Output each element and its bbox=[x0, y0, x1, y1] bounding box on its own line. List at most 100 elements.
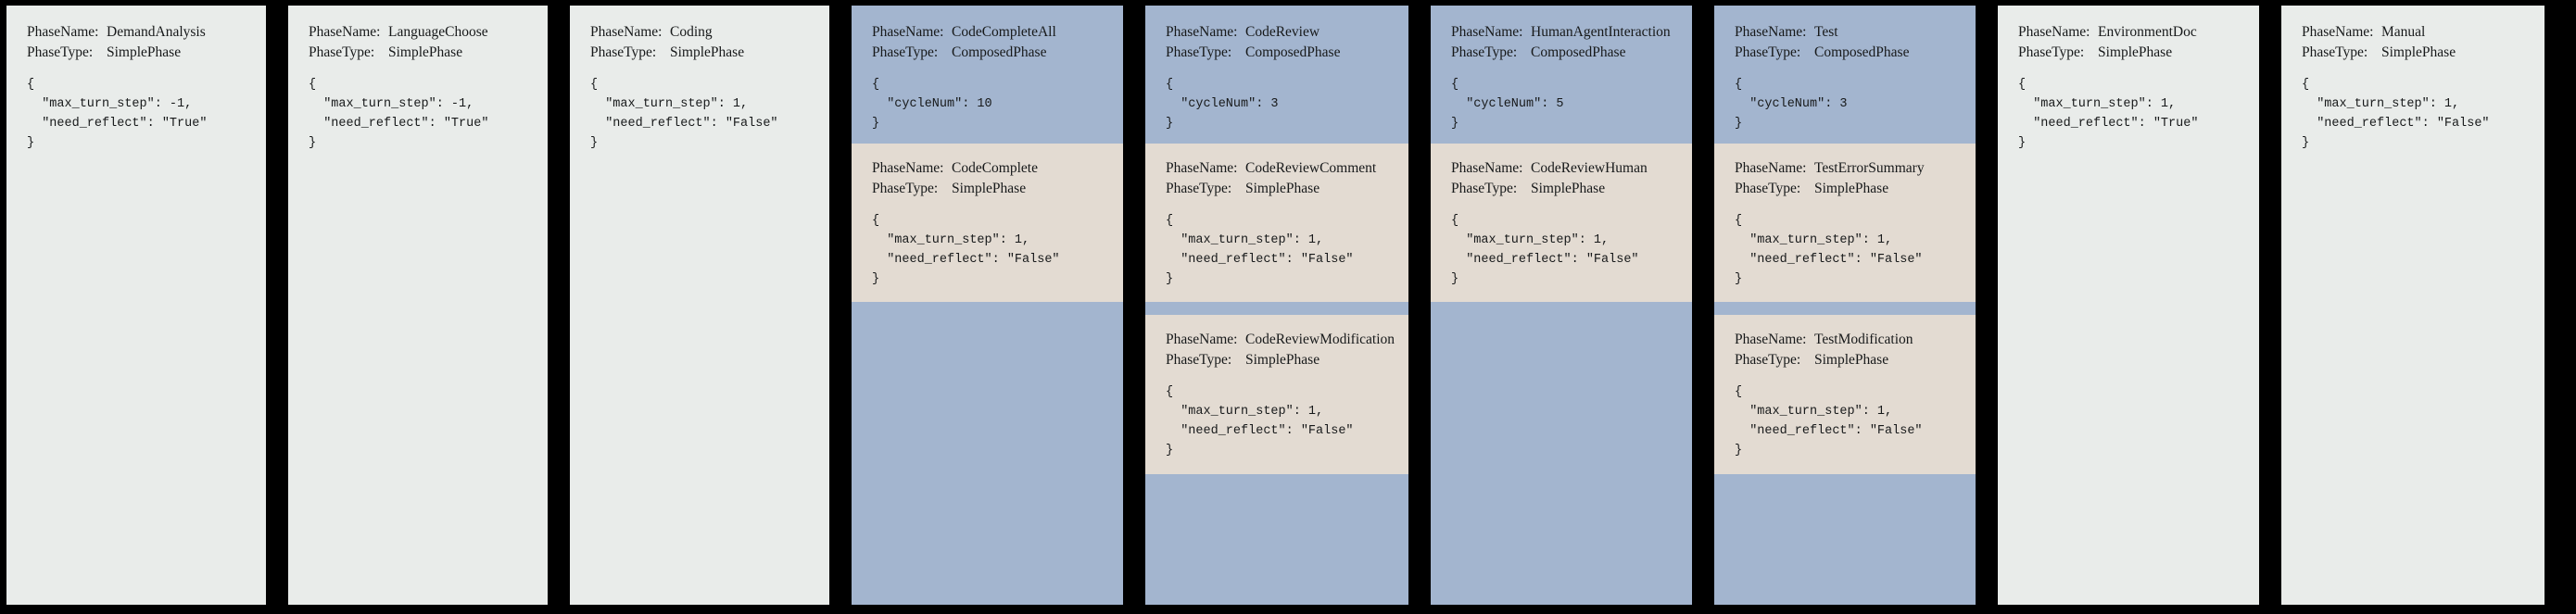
phase-type-value: SimplePhase bbox=[952, 180, 1027, 196]
phase-type-label: PhaseType: bbox=[1166, 44, 1232, 60]
phase-type-value: ComposedPhase bbox=[1245, 44, 1341, 60]
phase-name-label: PhaseName: bbox=[1735, 24, 1807, 40]
phase-type-row: PhaseType: ComposedPhase bbox=[872, 43, 1103, 63]
phase-type-value: SimplePhase bbox=[1531, 180, 1606, 196]
phase-name-row: PhaseName:TestErrorSummary bbox=[1735, 158, 1955, 179]
phase-config-json: { "max_turn_step": 1, "need_reflect": "F… bbox=[1451, 213, 1639, 286]
phase-type-row: PhaseType:SimplePhase bbox=[2018, 43, 2239, 63]
phase-type-label: PhaseType: bbox=[309, 44, 375, 60]
phase-config-json: { "max_turn_step": 1, "need_reflect": "F… bbox=[1735, 385, 1923, 458]
phase-type-label: PhaseType: bbox=[1451, 44, 1518, 60]
phase-type-row: PhaseType:ComposedPhase bbox=[1735, 43, 1955, 63]
phase-type-value: SimplePhase bbox=[670, 44, 745, 60]
phase-type-row: PhaseType:SimplePhase bbox=[2302, 43, 2524, 63]
phase-name-label: PhaseName: bbox=[1735, 332, 1807, 348]
phase-name-value: HumanAgentInteraction bbox=[1531, 24, 1671, 40]
phase-name-label: PhaseName: bbox=[1451, 24, 1523, 40]
phase-config-json: { "max_turn_step": 1, "need_reflect": "F… bbox=[590, 78, 778, 150]
phase-type-label: PhaseType: bbox=[2302, 44, 2368, 60]
phase-config-json: { "cycleNum": 3 } bbox=[1166, 78, 1279, 131]
phase-type-row: PhaseType:ComposedPhase bbox=[1451, 43, 1672, 63]
phase-name-row: PhaseName: HumanAgentInteraction bbox=[1451, 22, 1672, 43]
phase-name-label: PhaseName: bbox=[1735, 159, 1807, 176]
phase-type-row: PhaseType:SimplePhase bbox=[1451, 179, 1672, 199]
phase-config-json: { "max_turn_step": 1, "need_reflect": "T… bbox=[2018, 78, 2199, 150]
phase-name-row: PhaseName: CodeReviewModification bbox=[1166, 330, 1395, 350]
phase-config-json: { "max_turn_step": 1, "need_reflect": "F… bbox=[1735, 213, 1923, 286]
phase-name-value: CodeReviewModification bbox=[1245, 332, 1395, 348]
phase-name-label: PhaseName: bbox=[2302, 24, 2374, 40]
phase-name-value: CodeReviewHuman bbox=[1531, 159, 1648, 176]
phase-type-value: SimplePhase bbox=[1245, 180, 1320, 196]
phase-config-json: { "max_turn_step": -1, "need_reflect": "… bbox=[309, 78, 489, 150]
phase-name-label: PhaseName: bbox=[309, 24, 381, 40]
phase-name-value: DemandAnalysis bbox=[107, 24, 206, 40]
phase-name-row: PhaseName: CodeComplete bbox=[872, 158, 1103, 179]
phase-name-value: CodeReview bbox=[1245, 24, 1320, 40]
phase-type-label: PhaseType: bbox=[872, 180, 939, 196]
phase-name-label: PhaseName: bbox=[1451, 159, 1523, 176]
phase-type-row: PhaseType: SimplePhase bbox=[27, 43, 246, 63]
phase-type-value: SimplePhase bbox=[107, 44, 182, 60]
phase-name-label: PhaseName: bbox=[27, 24, 99, 40]
phase-type-value: ComposedPhase bbox=[952, 44, 1047, 60]
phase-name-row: PhaseName:TestModification bbox=[1735, 330, 1955, 350]
phase-name-label: PhaseName: bbox=[2018, 24, 2090, 40]
phase-type-label: PhaseType: bbox=[1166, 180, 1232, 196]
phase-config-json: { "max_turn_step": 1, "need_reflect": "F… bbox=[872, 213, 1060, 286]
phase-name-row: PhaseName:LanguageChoose bbox=[309, 22, 527, 43]
phase-name-label: PhaseName: bbox=[872, 159, 944, 176]
phase-type-label: PhaseType: bbox=[27, 44, 94, 60]
phase-type-label: PhaseType: bbox=[872, 44, 939, 60]
phase-config-json: { "max_turn_step": 1, "need_reflect": "F… bbox=[1166, 213, 1354, 286]
phase-type-label: PhaseType: bbox=[1735, 352, 1801, 369]
phase-name-value: CodeReviewComment bbox=[1245, 159, 1377, 176]
phase-name-label: PhaseName: bbox=[1166, 332, 1238, 348]
phase-type-value: SimplePhase bbox=[2098, 44, 2173, 60]
phase-name-value: CodeComplete bbox=[952, 159, 1038, 176]
phase-name-label: PhaseName: bbox=[590, 24, 663, 40]
phase-type-row: PhaseType: ComposedPhase bbox=[1166, 43, 1388, 63]
phase-name-row: PhaseName:CodeReviewComment bbox=[1166, 158, 1388, 179]
phase-name-row: PhaseName:Test bbox=[1735, 22, 1955, 43]
phase-type-value: SimplePhase bbox=[1814, 180, 1889, 196]
